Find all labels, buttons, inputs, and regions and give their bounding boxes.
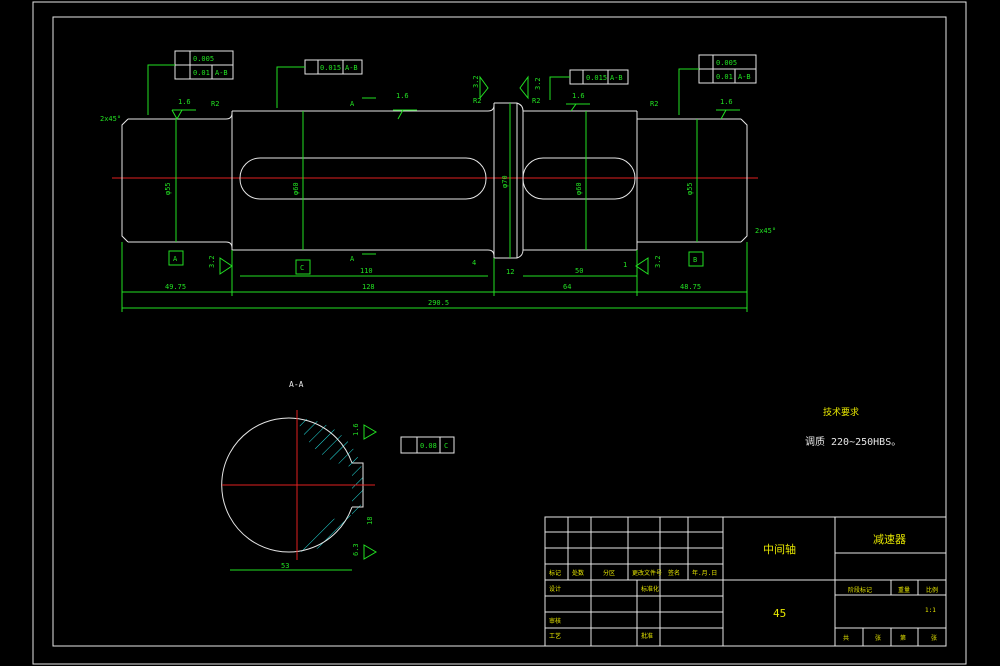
assembly-name: 减速器 xyxy=(873,533,906,546)
svg-text:更改文件号: 更改文件号 xyxy=(632,569,662,577)
svg-text:A-B: A-B xyxy=(215,69,228,77)
svg-text:张: 张 xyxy=(875,634,881,642)
svg-text:3.2: 3.2 xyxy=(208,255,216,268)
roughness-symbols: 1.6 1.6 1.6 1.6 3.2 3.2 3.2 3.2 xyxy=(171,75,740,275)
part-name: 中间轴 xyxy=(763,542,796,556)
svg-text:第: 第 xyxy=(900,634,906,642)
svg-text:0.01: 0.01 xyxy=(193,69,210,77)
svg-text:φ70: φ70 xyxy=(501,175,509,188)
svg-text:R2: R2 xyxy=(650,100,658,108)
datum-b xyxy=(688,251,704,267)
tech-title: 技术要求 xyxy=(823,406,859,418)
datum-a xyxy=(168,250,184,266)
svg-text:0.005: 0.005 xyxy=(193,55,214,63)
title-block: 标记 处数 分区 更改文件号 签名 年.月.日 设计 标准化 审核 工艺 批准 … xyxy=(544,516,947,647)
svg-text:批准: 批准 xyxy=(641,632,653,640)
svg-text:B: B xyxy=(693,256,697,264)
left-chamfer-edge xyxy=(121,118,129,243)
svg-text:工艺: 工艺 xyxy=(549,632,561,640)
tolerance-frame-right: 0.005 0.01 A-B xyxy=(678,54,757,115)
svg-text:1.6: 1.6 xyxy=(720,98,733,106)
section-marker-a-top: A xyxy=(350,100,355,108)
svg-text:1.6: 1.6 xyxy=(178,98,191,106)
material: 45 xyxy=(773,607,786,620)
svg-text:0.015: 0.015 xyxy=(586,74,607,82)
svg-text:1:1: 1:1 xyxy=(925,607,936,614)
svg-text:12: 12 xyxy=(506,268,514,276)
keyway-left xyxy=(239,157,487,200)
svg-text:φ55: φ55 xyxy=(164,182,172,195)
datum-c xyxy=(295,259,311,275)
outer-frame xyxy=(32,1,967,665)
tech-note: 调质 220~250HBS。 xyxy=(805,436,901,448)
svg-text:48.75: 48.75 xyxy=(680,283,701,291)
svg-text:R2: R2 xyxy=(532,97,540,105)
svg-text:1.6: 1.6 xyxy=(352,423,360,436)
svg-text:128: 128 xyxy=(362,283,375,291)
svg-text:φ60: φ60 xyxy=(292,182,300,195)
svg-text:4: 4 xyxy=(472,259,476,267)
svg-text:49.75: 49.75 xyxy=(165,283,186,291)
svg-text:C: C xyxy=(300,264,304,272)
tolerance-frame-mid: 0.015 A-B xyxy=(276,59,363,108)
inner-frame xyxy=(52,16,947,647)
keyway-right xyxy=(522,157,636,200)
svg-text:53: 53 xyxy=(281,562,289,570)
section-marker-a-bottom: A xyxy=(350,255,355,263)
svg-text:签名: 签名 xyxy=(668,569,680,577)
svg-text:A-B: A-B xyxy=(738,73,751,81)
svg-text:0.005: 0.005 xyxy=(716,59,737,67)
svg-text:张: 张 xyxy=(931,634,937,642)
svg-text:阶段标记: 阶段标记 xyxy=(848,586,872,594)
svg-text:1: 1 xyxy=(623,261,627,269)
svg-text:A-B: A-B xyxy=(345,64,358,72)
svg-text:1.6: 1.6 xyxy=(396,92,409,100)
svg-text:年.月.日: 年.月.日 xyxy=(692,569,717,577)
svg-text:重量: 重量 xyxy=(898,586,910,594)
svg-text:1.6: 1.6 xyxy=(572,92,585,100)
section-label: A-A xyxy=(289,380,304,389)
svg-text:φ55: φ55 xyxy=(686,182,694,195)
tolerance-frame-right-mid: 0.015 A-B xyxy=(549,69,629,100)
svg-text:64: 64 xyxy=(563,283,571,291)
svg-text:110: 110 xyxy=(360,267,373,275)
svg-text:3.2: 3.2 xyxy=(472,75,480,88)
section-view: 53 18 0.08 C 1.6 6.3 xyxy=(221,410,455,571)
svg-text:标准化: 标准化 xyxy=(641,585,659,593)
chamfer-right-label: 2x45° xyxy=(755,227,776,235)
svg-text:标记: 标记 xyxy=(549,569,561,577)
svg-text:0.01: 0.01 xyxy=(716,73,733,81)
svg-text:R2: R2 xyxy=(211,100,219,108)
svg-text:A-B: A-B xyxy=(610,74,623,82)
svg-text:处数: 处数 xyxy=(572,569,584,577)
svg-text:R2: R2 xyxy=(473,97,481,105)
svg-text:290.5: 290.5 xyxy=(428,299,449,307)
svg-text:50: 50 xyxy=(575,267,583,275)
svg-text:3.2: 3.2 xyxy=(654,255,662,268)
svg-text:C: C xyxy=(444,442,448,450)
svg-text:比例: 比例 xyxy=(926,586,938,594)
tolerance-frame-left: 0.005 0.01 A-B xyxy=(147,50,234,115)
svg-text:共: 共 xyxy=(843,634,849,642)
svg-text:A: A xyxy=(173,255,178,263)
chamfer-left-label: 2x45° xyxy=(100,115,121,123)
svg-text:设计: 设计 xyxy=(549,585,561,593)
dimension-chain: 110 50 4 12 1 49.75 128 64 48.75 290.5 xyxy=(121,242,748,312)
shaft-diameter-labels: φ55 φ60 φ70 φ60 φ55 xyxy=(164,175,694,195)
svg-text:6.3: 6.3 xyxy=(352,543,360,556)
shaft-view xyxy=(112,102,758,259)
svg-text:0.08: 0.08 xyxy=(420,442,437,450)
svg-text:分区: 分区 xyxy=(603,569,615,577)
svg-text:3.2: 3.2 xyxy=(534,77,542,90)
svg-text:审核: 审核 xyxy=(549,617,561,625)
svg-text:18: 18 xyxy=(366,517,374,525)
svg-text:φ60: φ60 xyxy=(575,182,583,195)
svg-text:0.015: 0.015 xyxy=(320,64,341,72)
